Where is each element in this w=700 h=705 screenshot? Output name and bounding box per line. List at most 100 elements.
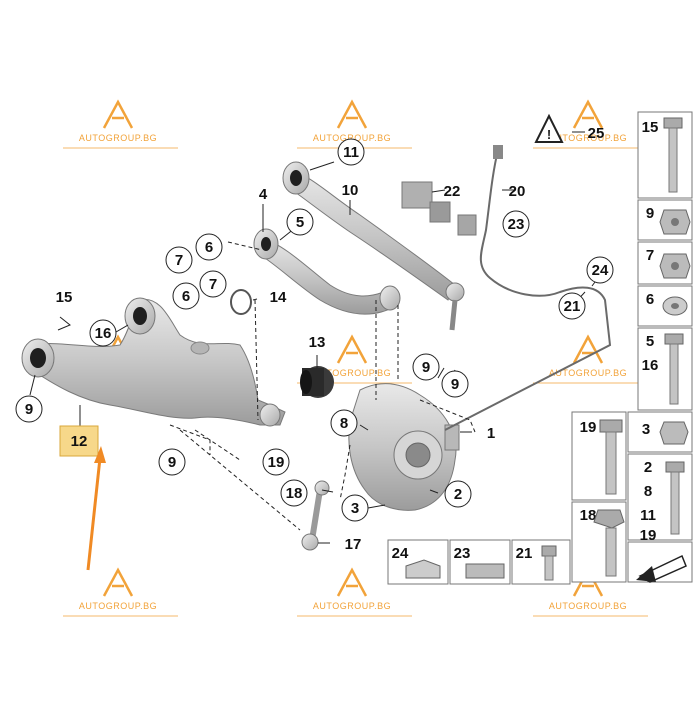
svg-text:9: 9: [25, 401, 33, 418]
watermark-logo: AUTOGROUP.BG: [533, 99, 648, 149]
clip-icon: [405, 559, 441, 579]
warning-triangle-icon: !: [534, 113, 564, 143]
upper-control-arm: [282, 161, 465, 331]
callout[interactable]: 18: [280, 479, 308, 507]
bushing-13: [300, 366, 334, 398]
svg-text:23: 23: [508, 216, 525, 233]
watermark-logo: AUTOGROUP.BG: [533, 334, 648, 384]
svg-text:8: 8: [644, 483, 652, 500]
svg-text:9: 9: [422, 359, 430, 376]
svg-text:20: 20: [509, 183, 526, 200]
callout[interactable]: 9: [15, 395, 43, 423]
clip-icon: [465, 563, 505, 579]
svg-text:23: 23: [454, 545, 471, 562]
callout[interactable]: 14: [270, 289, 287, 306]
callout[interactable]: 4: [259, 186, 268, 203]
svg-text:9: 9: [646, 205, 654, 222]
parts-bottom-table: 24 23 21: [387, 539, 571, 585]
callout[interactable]: 20: [509, 183, 526, 200]
svg-text:7: 7: [175, 252, 183, 269]
svg-text:6: 6: [646, 291, 654, 308]
link-rod-17: [301, 480, 330, 551]
svg-text:19: 19: [580, 419, 597, 436]
callout[interactable]: 7: [199, 270, 227, 298]
svg-text:14: 14: [270, 289, 287, 306]
rear-wishbone: [21, 297, 286, 427]
callout[interactable]: 1: [487, 425, 495, 442]
callout-labels: 11 4 10 5 6 7 7 6 14 15 16 9 9 19 13 9 9…: [15, 125, 614, 553]
svg-text:11: 11: [343, 144, 359, 161]
watermark-text: AUTOGROUP.BG: [549, 133, 627, 143]
svg-text:21: 21: [516, 545, 533, 562]
svg-text:15: 15: [642, 119, 659, 136]
callout[interactable]: 17: [345, 536, 362, 553]
callout[interactable]: 25: [588, 125, 605, 142]
callout[interactable]: 5: [286, 208, 314, 236]
watermark-text: AUTOGROUP.BG: [549, 368, 627, 378]
svg-text:11: 11: [640, 507, 656, 524]
svg-text:7: 7: [209, 276, 217, 293]
svg-text:8: 8: [340, 415, 348, 432]
callout[interactable]: 9: [158, 448, 186, 476]
svg-text:9: 9: [451, 376, 459, 393]
watermark-logo: AUTOGROUP.BG: [63, 99, 178, 149]
callout[interactable]: 9: [441, 370, 469, 398]
callout[interactable]: 21: [558, 292, 586, 320]
washer-icon: [662, 296, 688, 316]
callout[interactable]: 16: [89, 319, 117, 347]
svg-text:16: 16: [95, 325, 112, 342]
svg-text:5: 5: [646, 333, 654, 350]
svg-text:!: !: [547, 127, 551, 142]
callout[interactable]: 7: [165, 246, 193, 274]
svg-text:1: 1: [487, 425, 495, 442]
nut-icon: [659, 253, 691, 279]
o-ring-14: [230, 289, 252, 315]
callout[interactable]: 15: [56, 289, 73, 306]
parts-side-table: 15 9 7 6 5 16 19 3 2 8 11 19 18: [571, 111, 693, 583]
svg-text:19: 19: [640, 527, 657, 544]
callout[interactable]: 19: [262, 448, 290, 476]
svg-text:24: 24: [592, 262, 609, 279]
svg-text:17: 17: [345, 536, 362, 553]
callout[interactable]: 22: [444, 183, 461, 200]
callout[interactable]: 6: [172, 282, 200, 310]
svg-text:4: 4: [259, 186, 268, 203]
callout[interactable]: 13: [309, 334, 326, 351]
svg-text:21: 21: [564, 298, 581, 315]
callout[interactable]: 9: [412, 353, 440, 381]
callout[interactable]: 2: [444, 480, 472, 508]
watermark-text: AUTOGROUP.BG: [79, 601, 157, 611]
highlighted-part-label[interactable]: 12: [59, 425, 99, 457]
watermark-text: AUTOGROUP.BG: [549, 601, 627, 611]
callout[interactable]: 23: [502, 210, 530, 238]
wheel-carrier: [348, 383, 460, 511]
svg-text:18: 18: [286, 485, 303, 502]
svg-text:6: 6: [205, 239, 213, 256]
control-arm-5: [253, 228, 401, 315]
callout[interactable]: 11: [337, 138, 365, 166]
watermark-logo: AUTOGROUP.BG: [63, 567, 178, 617]
watermark-text: AUTOGROUP.BG: [313, 601, 391, 611]
svg-text:19: 19: [268, 454, 285, 471]
bolt-icon: [664, 333, 684, 405]
direction-arrow-icon: [86, 446, 106, 571]
screw-icon: [541, 545, 557, 581]
svg-text:3: 3: [351, 500, 359, 517]
svg-text:18: 18: [580, 507, 597, 524]
bracket-22: [401, 181, 477, 236]
bolt-icon: [665, 461, 685, 535]
callout[interactable]: 6: [195, 233, 223, 261]
svg-text:25: 25: [588, 125, 605, 142]
callout[interactable]: 24: [586, 256, 614, 284]
watermark-text: AUTOGROUP.BG: [313, 133, 391, 143]
callout[interactable]: 8: [330, 409, 358, 437]
svg-text:9: 9: [168, 454, 176, 471]
bolt-icon: [593, 509, 625, 577]
nut-icon: [659, 209, 691, 235]
callout[interactable]: 3: [341, 494, 369, 522]
leader-lines: [29, 131, 599, 544]
callout[interactable]: 10: [342, 182, 359, 199]
svg-text:2: 2: [644, 459, 652, 476]
